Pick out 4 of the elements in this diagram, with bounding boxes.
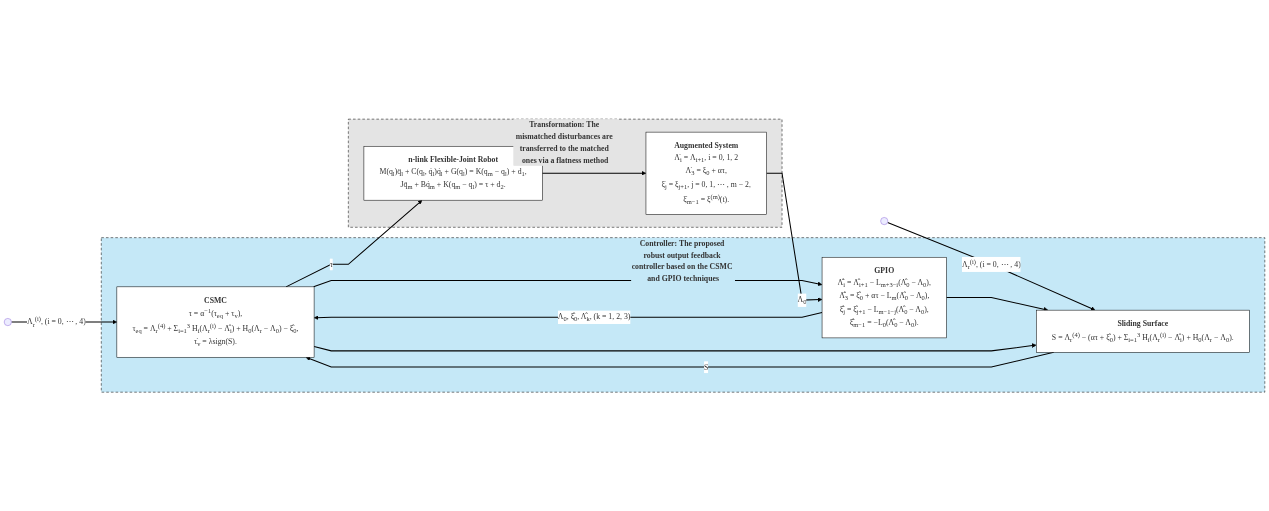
arrow [765,172,823,302]
arrow [541,170,647,176]
arrow [887,221,1096,311]
arrow [313,343,1037,352]
